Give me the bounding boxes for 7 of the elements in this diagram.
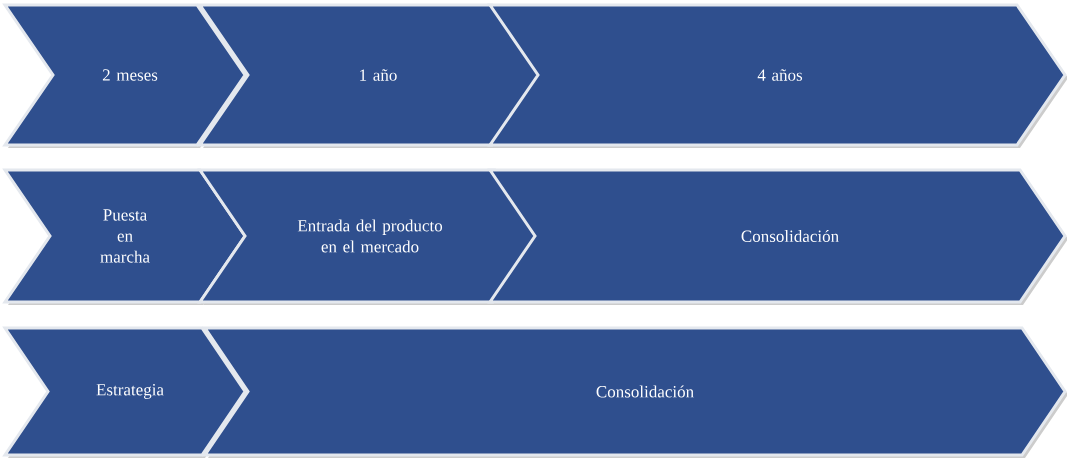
process-step: Estrategia [2,326,248,458]
process-step: Consolidación [487,168,1067,305]
process-step: Consolidación [202,326,1067,458]
node-label: 4 años [757,69,803,81]
process-step: 1 año [197,3,543,148]
process-step: 4 años [487,3,1067,148]
process-step: Entrada del producto en el mercado [197,168,543,305]
